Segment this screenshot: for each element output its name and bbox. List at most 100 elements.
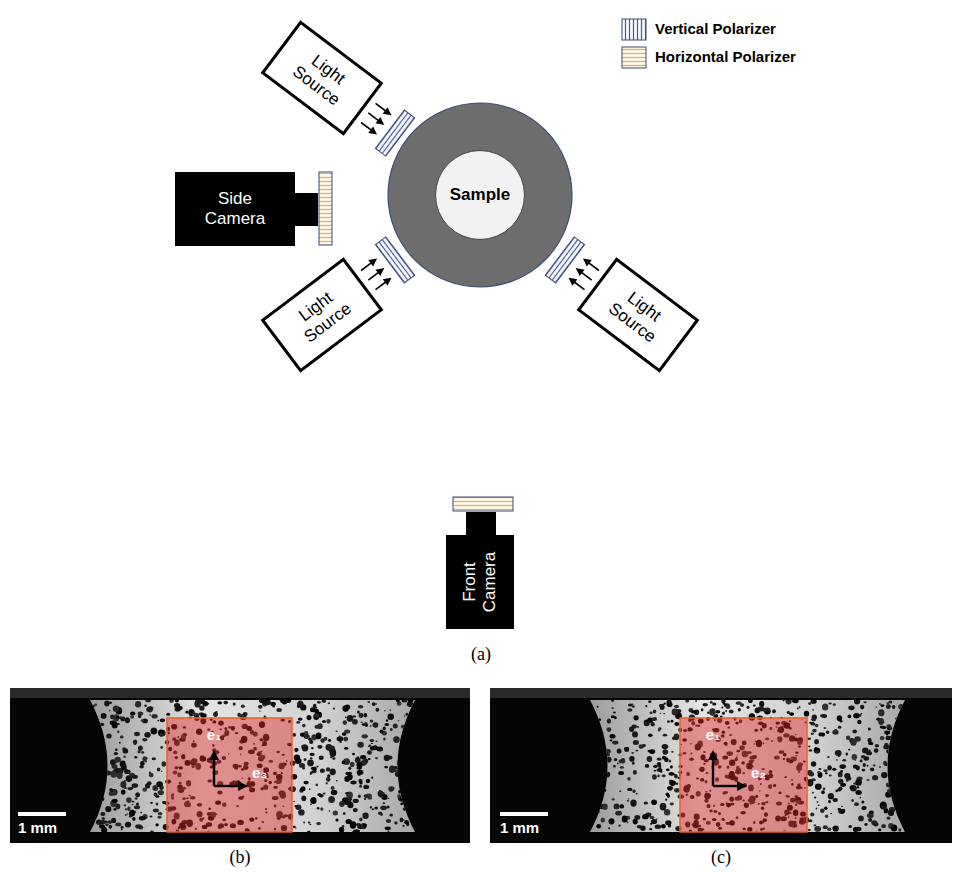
camera-body: Front Camera bbox=[446, 535, 514, 629]
speckle-dot bbox=[157, 816, 161, 819]
speckle-dot bbox=[666, 768, 670, 771]
speckle-dot bbox=[140, 761, 145, 766]
speckle-dot bbox=[880, 802, 887, 810]
speckle-dot bbox=[169, 699, 173, 703]
speckle-dot bbox=[651, 819, 657, 824]
speckle-dot bbox=[887, 817, 891, 820]
speckle-dot bbox=[651, 722, 655, 726]
speckle-dot bbox=[404, 770, 408, 773]
speckle-dot bbox=[380, 813, 383, 816]
speckle-dot bbox=[135, 824, 142, 828]
speckle-dot bbox=[629, 756, 634, 762]
speckle-dot bbox=[396, 698, 400, 702]
speckle-dot bbox=[829, 702, 832, 704]
speckle-dot bbox=[326, 719, 330, 724]
arrow-head bbox=[209, 750, 219, 760]
speckle-dot bbox=[97, 800, 99, 803]
speckle-dot bbox=[722, 712, 725, 715]
speckle-dot bbox=[832, 825, 838, 831]
speckle-dot bbox=[299, 763, 305, 768]
speckle-dot bbox=[301, 786, 306, 791]
speckle-dot bbox=[320, 807, 323, 811]
speckle-dot bbox=[655, 825, 662, 829]
speckle-dot bbox=[112, 764, 118, 769]
speckle-dot bbox=[891, 746, 898, 753]
speckle-dot bbox=[383, 726, 386, 730]
speckle-dot bbox=[652, 717, 657, 721]
speckle-dot bbox=[888, 727, 891, 729]
speckle-dot bbox=[620, 766, 624, 769]
speckle-dot bbox=[414, 804, 416, 806]
speckle-dot bbox=[596, 824, 601, 829]
speckle-dot bbox=[362, 734, 368, 738]
speckle-dot bbox=[824, 807, 827, 810]
speckle-dot bbox=[648, 719, 651, 721]
speckle-dot bbox=[827, 765, 832, 770]
scale-bar bbox=[500, 812, 548, 816]
speckle-dot bbox=[881, 772, 888, 778]
speckle-dot bbox=[652, 774, 657, 779]
speckle-dot bbox=[317, 745, 322, 749]
axis-arrows bbox=[214, 758, 240, 786]
speckle-dot bbox=[614, 804, 620, 810]
speckle-dot bbox=[862, 769, 866, 772]
speckle-dot bbox=[898, 828, 901, 832]
sample-circle: Sample bbox=[435, 150, 525, 240]
speckle-dot bbox=[674, 705, 679, 708]
panel-label: (c) bbox=[711, 848, 731, 868]
speckle-dot bbox=[302, 744, 308, 751]
speckle-dot bbox=[612, 741, 618, 745]
speckle-dot bbox=[161, 771, 163, 772]
speckle-dot bbox=[397, 794, 401, 798]
speckle-dot bbox=[123, 755, 125, 758]
speckle-dot bbox=[606, 757, 611, 763]
speckle-dot bbox=[179, 706, 183, 710]
speckle-dot bbox=[135, 797, 138, 799]
speckle-dot bbox=[674, 774, 678, 778]
speckle-dot bbox=[128, 807, 131, 809]
speckle-dot bbox=[884, 763, 887, 766]
speckle-dot bbox=[848, 825, 852, 828]
speckle-dot bbox=[632, 762, 635, 765]
speckle-dot bbox=[589, 729, 595, 735]
speckle-dot bbox=[863, 701, 866, 703]
speckle-dot bbox=[138, 714, 141, 718]
specimen-surface bbox=[90, 700, 415, 832]
node-label: Sample bbox=[450, 185, 510, 205]
speckle-dot bbox=[373, 722, 379, 727]
speckle-dot bbox=[397, 760, 403, 766]
speckle-dot bbox=[403, 774, 408, 778]
speckle-dot bbox=[668, 824, 671, 828]
speckle-dot bbox=[627, 708, 632, 712]
speckle-dot bbox=[860, 759, 863, 762]
speckle-dot bbox=[353, 715, 357, 717]
speckle-dot bbox=[404, 804, 409, 808]
speckle-dot bbox=[883, 761, 887, 766]
speckle-dot bbox=[852, 730, 857, 734]
speckle-dot bbox=[387, 798, 389, 799]
speckle-dot bbox=[353, 829, 359, 834]
speckle-dot bbox=[772, 709, 776, 713]
speckle-dot bbox=[241, 705, 245, 708]
speckle-dot bbox=[605, 749, 611, 753]
speckle-dot bbox=[308, 822, 311, 824]
speckle-dot bbox=[357, 711, 360, 714]
speckle-dot bbox=[307, 760, 314, 767]
speckle-dot bbox=[891, 824, 897, 831]
speckle-dot bbox=[97, 768, 103, 773]
speckle-dot bbox=[384, 755, 390, 761]
speckle-dot bbox=[894, 737, 899, 743]
speckle-dot bbox=[310, 753, 315, 756]
speckle-dot bbox=[818, 805, 820, 807]
speckle-dot bbox=[633, 770, 637, 775]
speckle-dot bbox=[121, 826, 124, 829]
speckle-dot bbox=[813, 763, 815, 765]
speckle-dot bbox=[364, 798, 366, 800]
speckle-dot bbox=[648, 734, 652, 738]
speckle-dot bbox=[389, 766, 395, 774]
speckle-dot bbox=[124, 787, 127, 789]
speckle-dot bbox=[157, 767, 161, 771]
speckle-dot bbox=[121, 829, 123, 831]
speckle-dot bbox=[588, 722, 590, 724]
